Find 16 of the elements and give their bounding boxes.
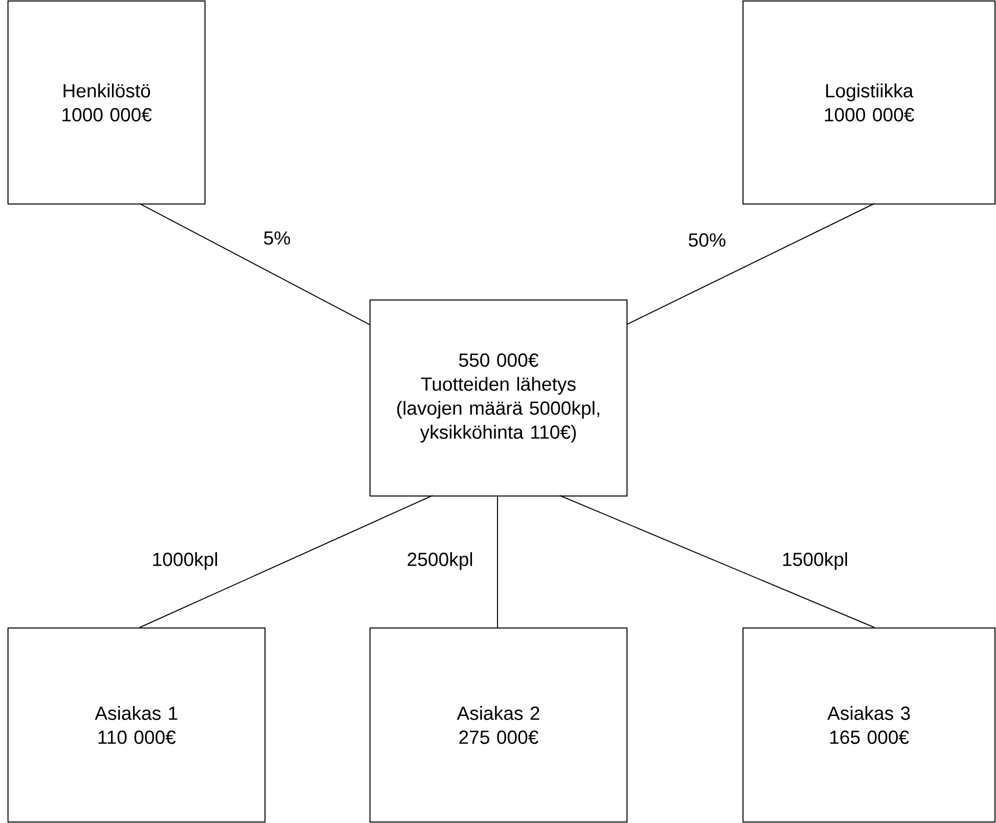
edge-label: 1500kpl xyxy=(783,552,847,570)
process-box: Logistiikka 1000 000€ xyxy=(742,0,996,204)
connector-line xyxy=(626,203,875,326)
edge-label: 2500kpl xyxy=(408,552,472,570)
process-box: Asiakas 3 165 000€ xyxy=(742,628,996,822)
connector-line xyxy=(497,495,498,628)
connector-line xyxy=(139,495,433,628)
process-box: Asiakas 2 275 000€ xyxy=(370,628,628,822)
process-box: 550 000€ Tuotteiden lähetys (lavojen määrä 5000kpl, yksikköhinta 110€) xyxy=(370,300,628,496)
process-box: Henkilöstö 1000 000€ xyxy=(8,0,206,204)
edge-label: 50% xyxy=(688,233,726,247)
process-box: Asiakas 1 110 000€ xyxy=(8,628,266,822)
connector-line xyxy=(559,495,875,628)
edge-label: 5% xyxy=(264,231,290,245)
connector-line xyxy=(139,203,370,326)
edge-label: 1000kpl xyxy=(153,552,217,570)
